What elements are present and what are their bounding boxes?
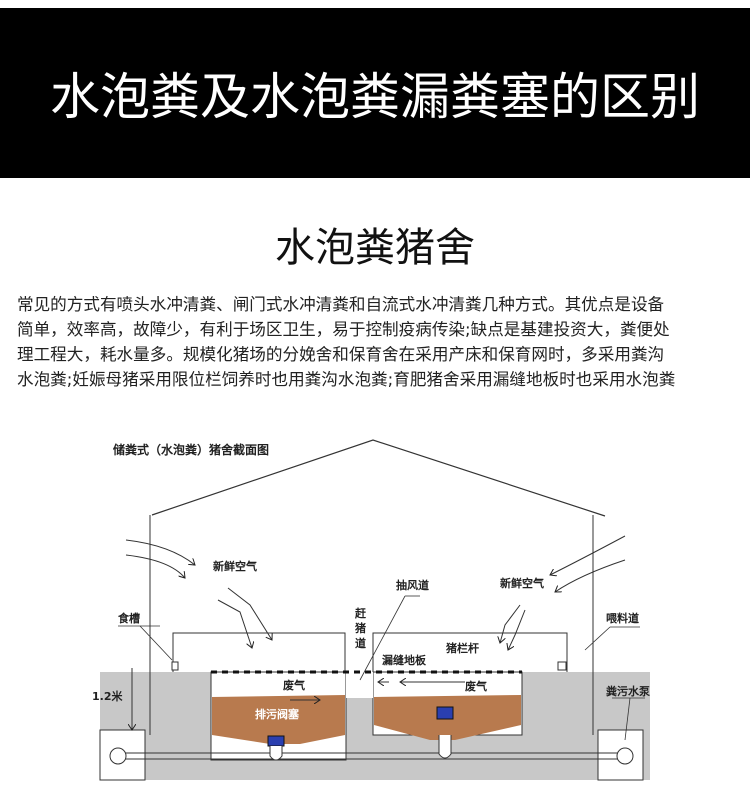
label-slatted-floor: 漏缝地板 <box>382 653 427 667</box>
roof <box>151 439 606 517</box>
left-pen <box>172 632 346 672</box>
paragraph-line: 理工程大，耗水量多。规模化猪场的分娩舍和保育舍在采用产床和保育网时，多采用粪沟 <box>17 345 665 364</box>
drain-plug-right-icon <box>436 706 454 759</box>
drain-plug-left-icon <box>267 735 285 761</box>
paragraph-line: 简单，效率高，故障少，有利于场区卫生，易于控制疫病传染;缺点是基建投资大，粪便处 <box>17 320 670 339</box>
right-pump-icon <box>616 747 634 765</box>
section-title: 水泡粪猪舍 <box>275 225 475 271</box>
label-pig-aisle-3: 道 <box>355 636 366 650</box>
label-feed-trough: 食槽 <box>118 611 140 625</box>
airflow-arrows <box>125 535 626 700</box>
label-drain-plug: 排污阀塞 <box>255 707 300 721</box>
right-pen <box>372 632 568 672</box>
label-pig-aisle-1: 赶 <box>354 606 367 620</box>
label-height: 1.2米 <box>92 689 123 703</box>
diagram-title: 储粪式（水泡粪）猪舍截面图 <box>113 442 269 457</box>
label-exhaust-duct: 抽风道 <box>396 578 429 592</box>
page-title: 水泡粪及水泡粪漏粪塞的区别 <box>50 68 700 126</box>
label-fresh-air-right: 新鲜空气 <box>500 576 544 590</box>
paragraph-line: 常见的方式有喷头水冲清粪、闸门式水冲清粪和自流式水冲清粪几种方式。其优点是设备 <box>17 295 665 314</box>
label-fresh-air-left: 新鲜空气 <box>213 559 257 573</box>
label-waste-gas-left: 废气 <box>283 678 305 692</box>
label-waste-gas-right: 废气 <box>465 679 487 693</box>
left-pump-icon <box>109 747 127 765</box>
label-pen-rail: 猪栏杆 <box>445 641 479 655</box>
label-feed-aisle: 喂料道 <box>606 611 639 625</box>
paragraph-line: 水泡粪;妊娠母猪采用限位栏饲养时也用粪沟水泡粪;育肥猪舍采用漏缝地板时也采用水泡… <box>17 370 676 389</box>
left-manure <box>212 695 345 744</box>
label-pig-aisle-2: 猪 <box>354 621 366 635</box>
description-paragraph: 常见的方式有喷头水冲清粪、闸门式水冲清粪和自流式水冲清粪几种方式。其优点是设备 … <box>17 292 737 392</box>
title-banner: 水泡粪及水泡粪漏粪塞的区别 <box>0 8 750 178</box>
pig-house-cross-section-diagram: 储粪式（水泡粪）猪舍截面图 新鲜空气 新鲜空气 抽风道 赶 猪 道 食槽 喂料道… <box>92 439 650 781</box>
label-sewage-pump: 粪污水泵 <box>606 684 650 698</box>
